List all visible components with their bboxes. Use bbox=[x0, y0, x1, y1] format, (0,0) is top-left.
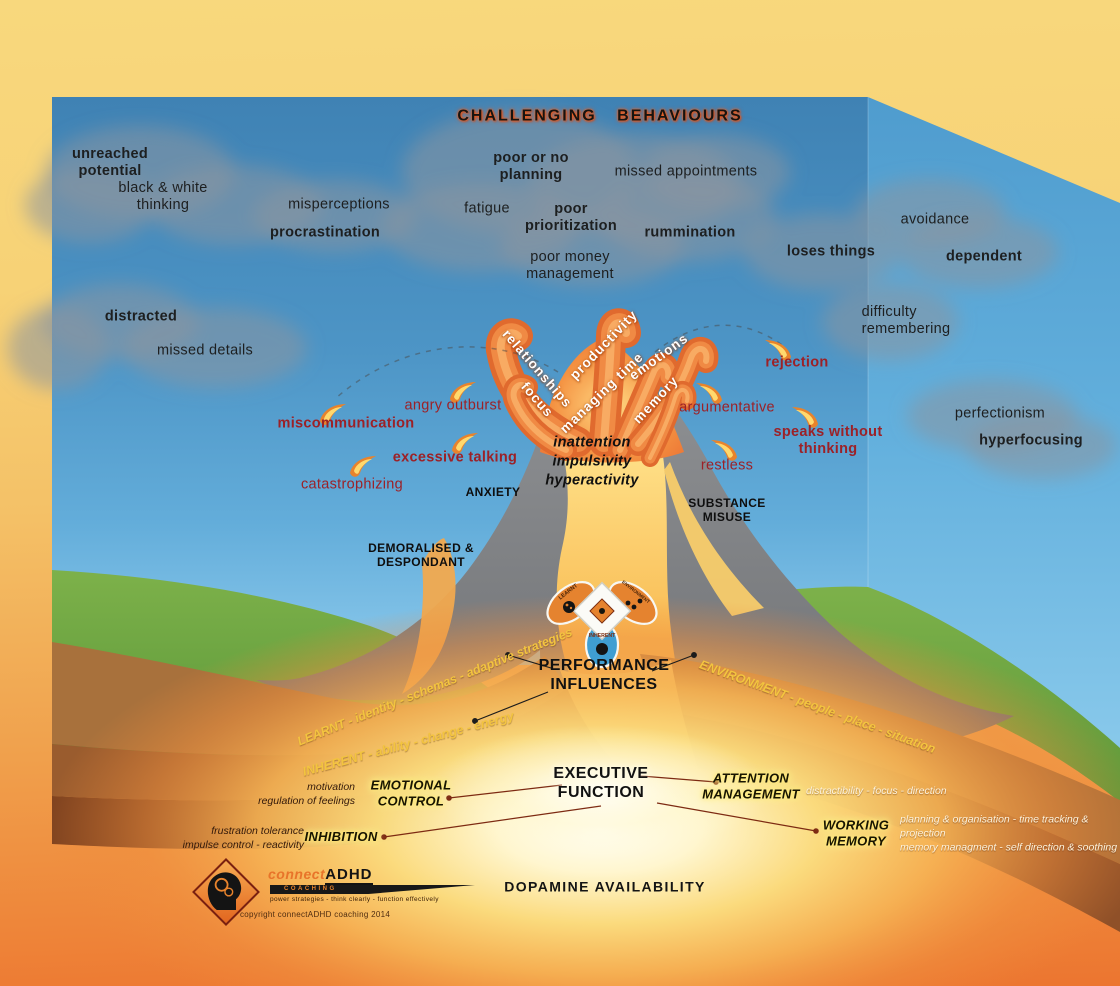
label-substance-misuse: SUBSTANCE MISUSE bbox=[688, 495, 766, 524]
behaviour-rummination: rummination bbox=[644, 224, 736, 241]
spark-argumentative: argumentative bbox=[679, 399, 775, 416]
spark-angry-outburst: angry outburst bbox=[404, 397, 502, 414]
spark-speaks-without-thinking: speaks without thinking bbox=[773, 423, 883, 457]
executive-connectors bbox=[381, 775, 819, 840]
label-core-symptoms: inattention impulsivity hyperactivity bbox=[545, 434, 639, 489]
logo-coaching-label: COACHING bbox=[284, 886, 337, 892]
dopamine-availability-label: DOPAMINE AVAILABILITY bbox=[504, 878, 706, 895]
people-icon bbox=[637, 598, 643, 604]
behaviour-fatigue: fatigue bbox=[464, 200, 510, 217]
behaviour-avoidance: avoidance bbox=[900, 211, 970, 228]
label-demoralised-despondant: DEMORALISED & DESPONDANT bbox=[368, 540, 474, 569]
behaviour-hyperfocusing: hyperfocusing bbox=[979, 432, 1083, 449]
spark-restless: restless bbox=[700, 457, 754, 474]
behaviour-poor-prioritization: poor prioritization bbox=[525, 200, 617, 234]
ef-emotional-control: EMOTIONAL CONTROL bbox=[370, 777, 452, 808]
logo-brand-connect: connect bbox=[268, 866, 326, 882]
venn-label-inherent: INHERENT bbox=[589, 633, 616, 639]
behaviour-misperceptions: misperceptions bbox=[288, 196, 390, 213]
behaviour-loses-things: loses things bbox=[786, 243, 876, 260]
behaviour-missed-details: missed details bbox=[156, 342, 254, 359]
logo-tagline: power strategies - think clearly - funct… bbox=[270, 896, 439, 903]
page-title: CHALLENGING BEHAVIOURS bbox=[457, 107, 743, 125]
flame-tentacles bbox=[485, 308, 719, 467]
performance-connectors bbox=[472, 652, 697, 724]
gear-dot-icon bbox=[569, 606, 573, 610]
people-icon bbox=[631, 604, 637, 610]
executive-function-heading: EXECUTIVE FUNCTION bbox=[553, 764, 649, 801]
learnt-head-icon bbox=[563, 601, 575, 613]
behaviour-unreached-potential: unreached potential bbox=[71, 145, 149, 179]
logo-coaching-banner: COACHING bbox=[270, 885, 475, 894]
behaviour-perfectionism: perfectionism bbox=[954, 405, 1046, 422]
spark-rejection: rejection bbox=[765, 354, 829, 371]
behaviour-missed-appointments: missed appointments bbox=[614, 163, 758, 180]
inherent-head-icon bbox=[596, 643, 608, 655]
behaviour-poor-or-no-planning: poor or no planning bbox=[493, 149, 569, 183]
gear-dot-icon bbox=[565, 603, 569, 607]
label-anxiety: ANXIETY bbox=[465, 484, 521, 499]
behaviour-difficulty-remembering: difficulty remembering bbox=[861, 303, 951, 337]
ef-inhibition-desc: frustration tolerance impulse control - … bbox=[182, 824, 304, 851]
people-icon bbox=[625, 600, 631, 606]
spark-catastrophizing: catastrophizing bbox=[300, 476, 404, 493]
logo-brand: connectADHD bbox=[268, 866, 373, 885]
behaviour-procrastination: procrastination bbox=[269, 224, 381, 241]
ef-attention-management-desc: distractibility - focus - direction bbox=[806, 784, 947, 797]
ef-inhibition: INHIBITION bbox=[304, 829, 378, 845]
executive-glow bbox=[430, 725, 770, 855]
spark-excessive-talking: excessive talking bbox=[392, 449, 518, 466]
spark-miscommunication: miscommunication bbox=[277, 415, 415, 432]
behaviour-black-white-thinking: black & white thinking bbox=[118, 179, 208, 213]
performance-influences-heading: PERFORMANCE INFLUENCES bbox=[538, 656, 670, 693]
behaviour-poor-money-management: poor money management bbox=[526, 248, 614, 282]
venn-logo-dot bbox=[599, 608, 605, 614]
ef-attention-management: ATTENTION MANAGEMENT bbox=[702, 770, 800, 801]
head-gears-icon bbox=[207, 872, 242, 910]
ef-working-memory-desc: planning & organisation - time tracking … bbox=[900, 813, 1118, 855]
behaviour-dependent: dependent bbox=[945, 248, 1023, 265]
ef-working-memory: WORKING MEMORY bbox=[822, 817, 890, 848]
logo-brand-adhd: ADHD bbox=[325, 866, 373, 885]
connect-adhd-logo: connectADHD COACHING power strategies - … bbox=[192, 858, 478, 930]
cloud-blobs bbox=[8, 110, 1117, 479]
lava-patch-right bbox=[664, 462, 764, 616]
behaviour-distracted: distracted bbox=[104, 308, 178, 325]
copyright-text: copyright connectADHD coaching 2014 bbox=[240, 910, 391, 919]
ef-emotional-control-desc: motivation regulation of feelings bbox=[258, 780, 355, 807]
